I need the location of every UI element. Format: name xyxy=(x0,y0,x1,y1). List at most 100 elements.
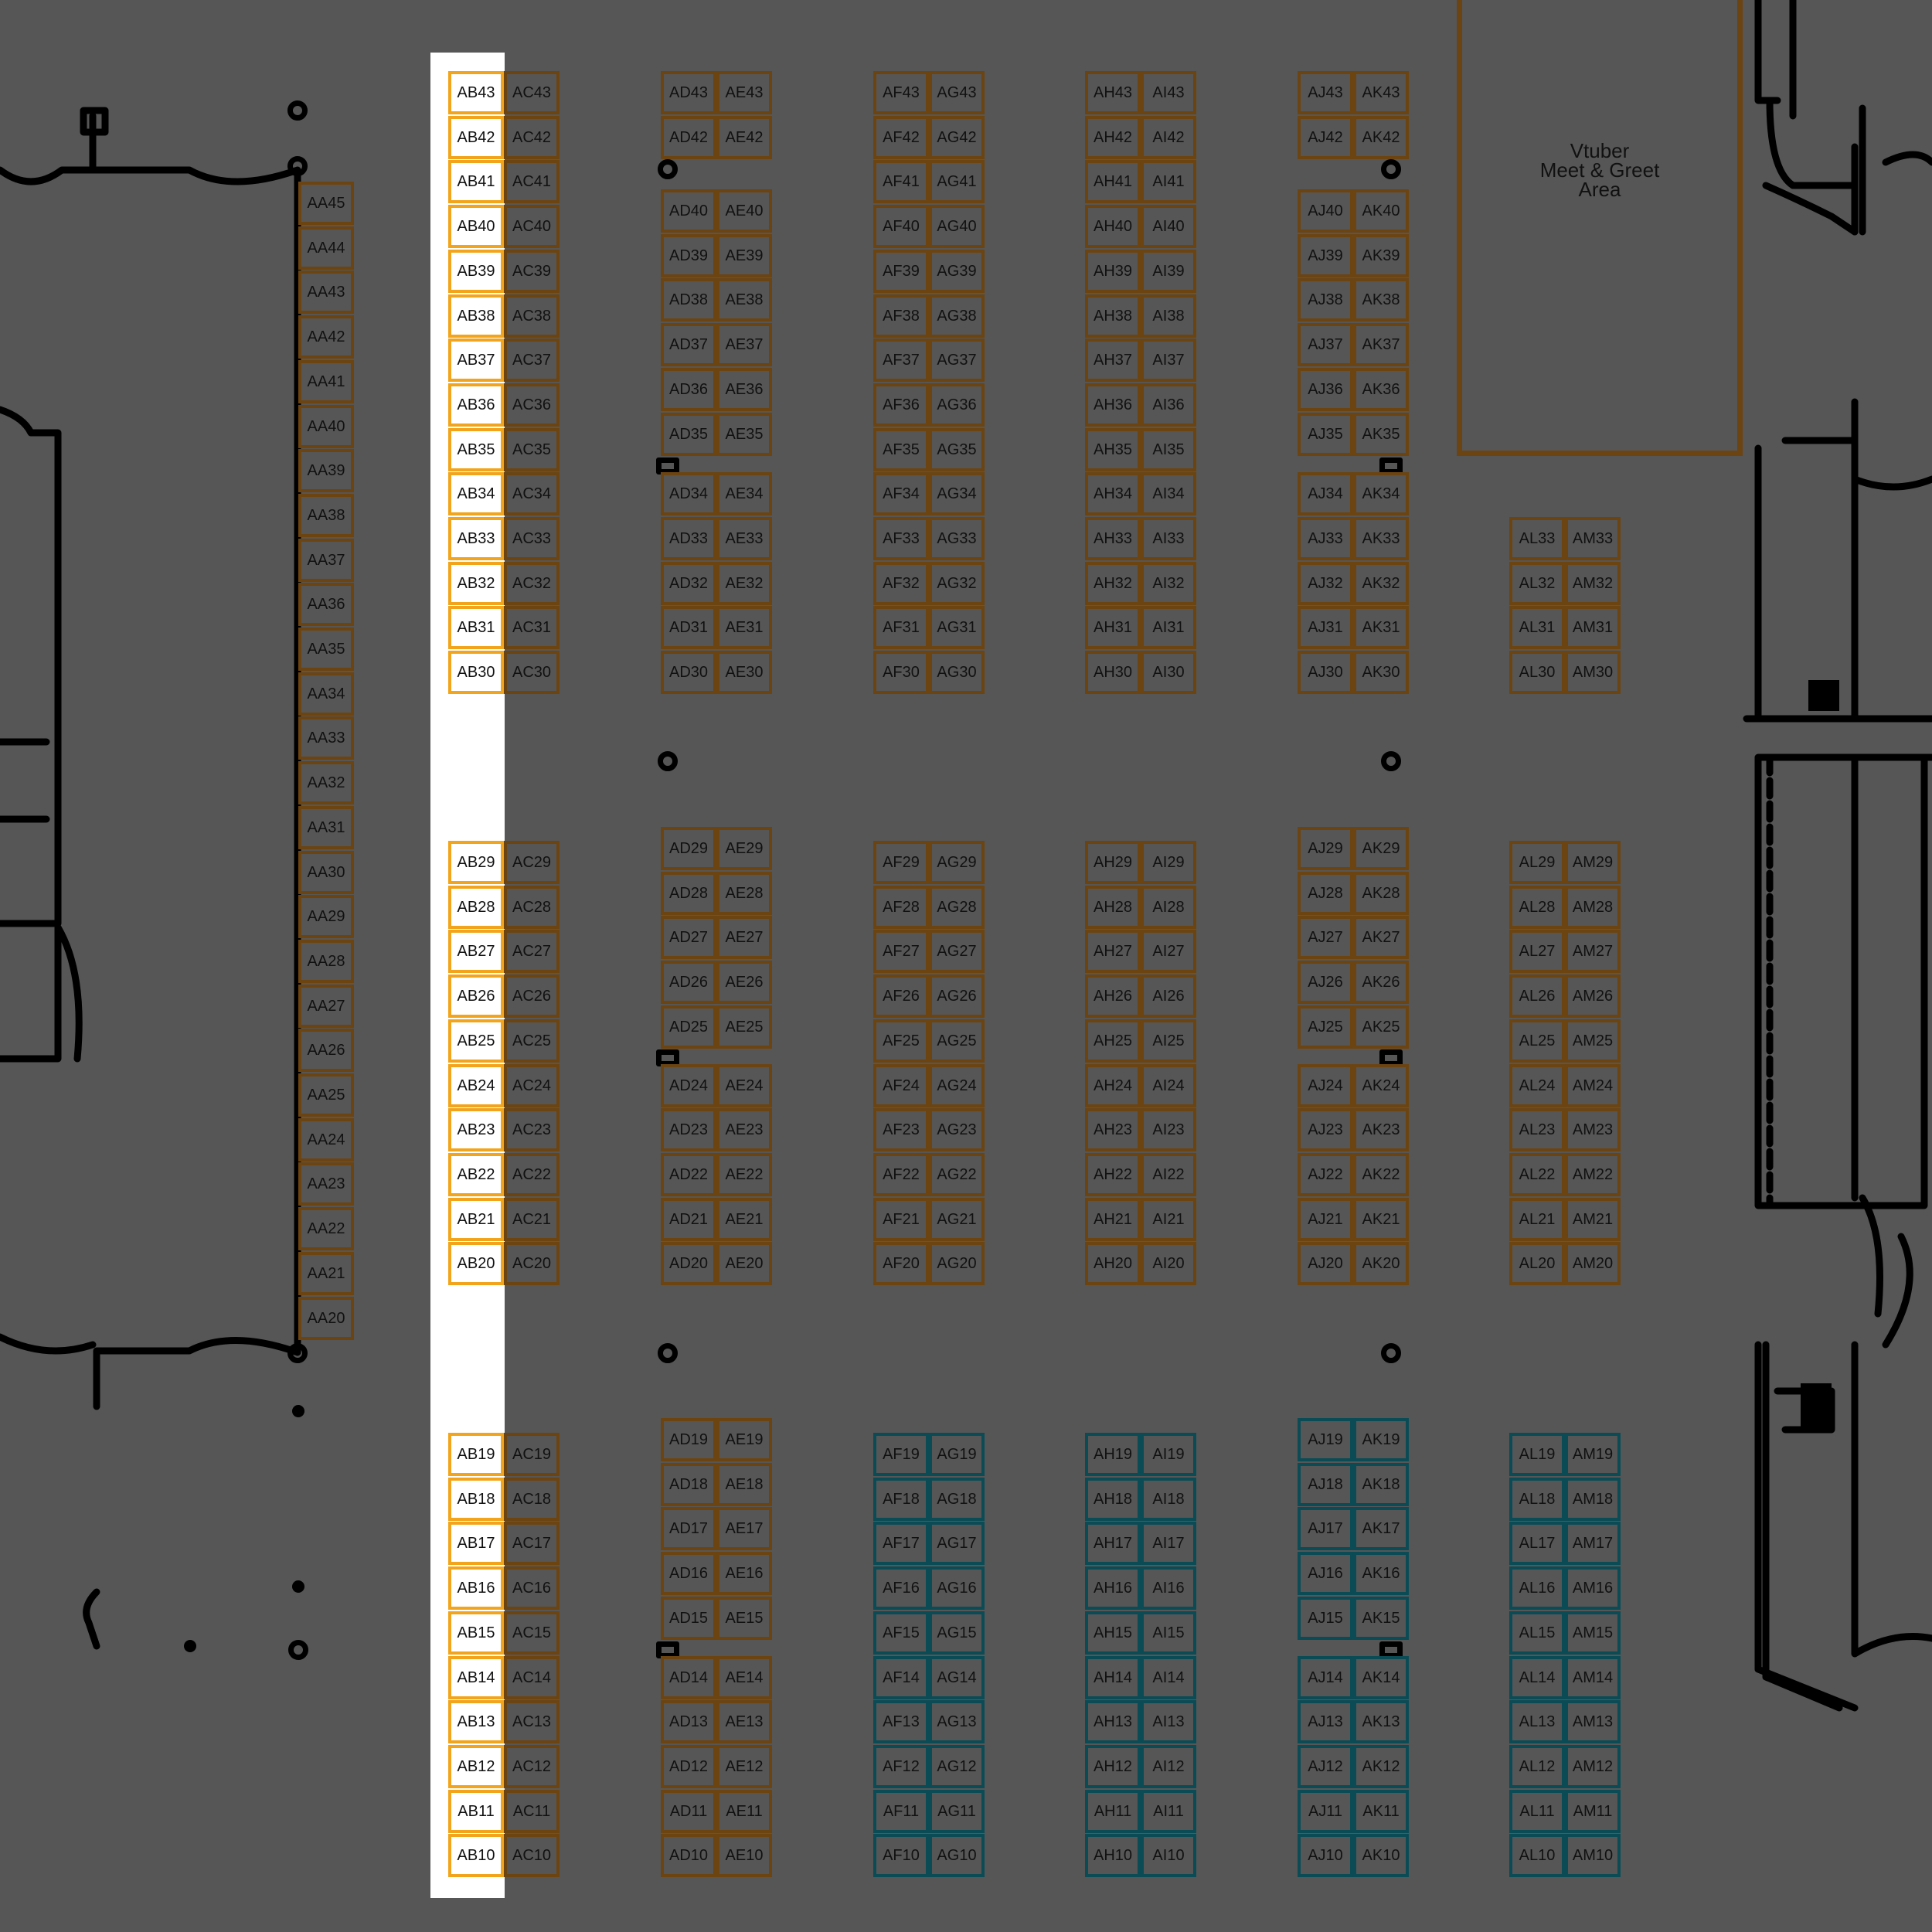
booth-ad36[interactable]: AD36 xyxy=(661,368,716,411)
booth-ad33[interactable]: AD33 xyxy=(661,517,716,560)
booth-ai43[interactable]: AI43 xyxy=(1141,71,1196,114)
booth-aa24[interactable]: AA24 xyxy=(298,1118,354,1162)
booth-ak12[interactable]: AK12 xyxy=(1353,1745,1409,1788)
booth-ak13[interactable]: AK13 xyxy=(1353,1700,1409,1743)
booth-ae16[interactable]: AE16 xyxy=(716,1552,772,1595)
booth-af18[interactable]: AF18 xyxy=(873,1478,929,1521)
booth-af37[interactable]: AF37 xyxy=(873,338,929,382)
booth-ac32[interactable]: AC32 xyxy=(504,562,560,605)
booth-ag39[interactable]: AG39 xyxy=(929,250,985,293)
booth-ad21[interactable]: AD21 xyxy=(661,1198,716,1241)
booth-ab23[interactable]: AB23 xyxy=(448,1108,504,1151)
booth-ae36[interactable]: AE36 xyxy=(716,368,772,411)
booth-ac25[interactable]: AC25 xyxy=(504,1019,560,1063)
booth-al12[interactable]: AL12 xyxy=(1509,1745,1565,1788)
booth-ab24[interactable]: AB24 xyxy=(448,1064,504,1107)
booth-ad20[interactable]: AD20 xyxy=(661,1242,716,1285)
booth-af19[interactable]: AF19 xyxy=(873,1433,929,1476)
booth-ae13[interactable]: AE13 xyxy=(716,1700,772,1743)
booth-ah40[interactable]: AH40 xyxy=(1085,205,1141,248)
booth-ad34[interactable]: AD34 xyxy=(661,472,716,515)
booth-ad26[interactable]: AD26 xyxy=(661,961,716,1004)
booth-ad37[interactable]: AD37 xyxy=(661,323,716,366)
booth-af33[interactable]: AF33 xyxy=(873,517,929,560)
booth-ak16[interactable]: AK16 xyxy=(1353,1552,1409,1595)
booth-ae12[interactable]: AE12 xyxy=(716,1745,772,1788)
booth-al21[interactable]: AL21 xyxy=(1509,1198,1565,1241)
booth-ag22[interactable]: AG22 xyxy=(929,1153,985,1196)
booth-ag27[interactable]: AG27 xyxy=(929,930,985,973)
booth-aa45[interactable]: AA45 xyxy=(298,182,354,225)
booth-ac29[interactable]: AC29 xyxy=(504,841,560,884)
booth-ai40[interactable]: AI40 xyxy=(1141,205,1196,248)
booth-ai11[interactable]: AI11 xyxy=(1141,1790,1196,1833)
booth-am16[interactable]: AM16 xyxy=(1565,1566,1621,1610)
booth-am15[interactable]: AM15 xyxy=(1565,1611,1621,1655)
booth-af11[interactable]: AF11 xyxy=(873,1790,929,1833)
booth-aa29[interactable]: AA29 xyxy=(298,895,354,938)
booth-ae25[interactable]: AE25 xyxy=(716,1005,772,1049)
booth-ag16[interactable]: AG16 xyxy=(929,1566,985,1610)
booth-ag43[interactable]: AG43 xyxy=(929,71,985,114)
booth-al10[interactable]: AL10 xyxy=(1509,1834,1565,1877)
booth-am23[interactable]: AM23 xyxy=(1565,1108,1621,1151)
booth-al27[interactable]: AL27 xyxy=(1509,930,1565,973)
booth-ah30[interactable]: AH30 xyxy=(1085,651,1141,694)
booth-ae40[interactable]: AE40 xyxy=(716,189,772,233)
booth-aj16[interactable]: AJ16 xyxy=(1298,1552,1353,1595)
booth-ac33[interactable]: AC33 xyxy=(504,517,560,560)
vtuber-meet-greet-area[interactable] xyxy=(1457,0,1743,456)
booth-ac18[interactable]: AC18 xyxy=(504,1478,560,1521)
booth-aa30[interactable]: AA30 xyxy=(298,851,354,894)
booth-ag34[interactable]: AG34 xyxy=(929,472,985,515)
booth-aj26[interactable]: AJ26 xyxy=(1298,961,1353,1004)
booth-am25[interactable]: AM25 xyxy=(1565,1019,1621,1063)
booth-ac12[interactable]: AC12 xyxy=(504,1745,560,1788)
booth-al33[interactable]: AL33 xyxy=(1509,517,1565,560)
booth-ak34[interactable]: AK34 xyxy=(1353,472,1409,515)
booth-ad15[interactable]: AD15 xyxy=(661,1597,716,1640)
booth-ad30[interactable]: AD30 xyxy=(661,651,716,694)
booth-aa41[interactable]: AA41 xyxy=(298,360,354,403)
booth-ak20[interactable]: AK20 xyxy=(1353,1242,1409,1285)
booth-ak35[interactable]: AK35 xyxy=(1353,413,1409,456)
booth-al22[interactable]: AL22 xyxy=(1509,1153,1565,1196)
booth-am22[interactable]: AM22 xyxy=(1565,1153,1621,1196)
booth-ah13[interactable]: AH13 xyxy=(1085,1700,1141,1743)
booth-aj33[interactable]: AJ33 xyxy=(1298,517,1353,560)
booth-ag40[interactable]: AG40 xyxy=(929,205,985,248)
booth-al13[interactable]: AL13 xyxy=(1509,1700,1565,1743)
booth-ab36[interactable]: AB36 xyxy=(448,383,504,427)
booth-aj29[interactable]: AJ29 xyxy=(1298,827,1353,870)
booth-af17[interactable]: AF17 xyxy=(873,1522,929,1565)
booth-ak11[interactable]: AK11 xyxy=(1353,1790,1409,1833)
booth-aa32[interactable]: AA32 xyxy=(298,761,354,804)
booth-ac43[interactable]: AC43 xyxy=(504,71,560,114)
booth-ae37[interactable]: AE37 xyxy=(716,323,772,366)
booth-ae30[interactable]: AE30 xyxy=(716,651,772,694)
booth-ag23[interactable]: AG23 xyxy=(929,1108,985,1151)
booth-ab33[interactable]: AB33 xyxy=(448,517,504,560)
booth-af36[interactable]: AF36 xyxy=(873,383,929,427)
booth-ad28[interactable]: AD28 xyxy=(661,872,716,915)
booth-ab34[interactable]: AB34 xyxy=(448,472,504,515)
booth-ad22[interactable]: AD22 xyxy=(661,1153,716,1196)
booth-am27[interactable]: AM27 xyxy=(1565,930,1621,973)
booth-ak22[interactable]: AK22 xyxy=(1353,1153,1409,1196)
booth-ai12[interactable]: AI12 xyxy=(1141,1745,1196,1788)
booth-ab41[interactable]: AB41 xyxy=(448,160,504,203)
booth-ai24[interactable]: AI24 xyxy=(1141,1064,1196,1107)
booth-ah11[interactable]: AH11 xyxy=(1085,1790,1141,1833)
booth-ag11[interactable]: AG11 xyxy=(929,1790,985,1833)
booth-ab30[interactable]: AB30 xyxy=(448,651,504,694)
booth-ad25[interactable]: AD25 xyxy=(661,1005,716,1049)
booth-af42[interactable]: AF42 xyxy=(873,116,929,159)
booth-ab13[interactable]: AB13 xyxy=(448,1700,504,1743)
booth-ac19[interactable]: AC19 xyxy=(504,1433,560,1476)
booth-ae11[interactable]: AE11 xyxy=(716,1790,772,1833)
booth-ad39[interactable]: AD39 xyxy=(661,234,716,277)
booth-ag14[interactable]: AG14 xyxy=(929,1656,985,1699)
booth-ad43[interactable]: AD43 xyxy=(661,71,716,114)
booth-ac22[interactable]: AC22 xyxy=(504,1153,560,1196)
booth-al29[interactable]: AL29 xyxy=(1509,841,1565,884)
